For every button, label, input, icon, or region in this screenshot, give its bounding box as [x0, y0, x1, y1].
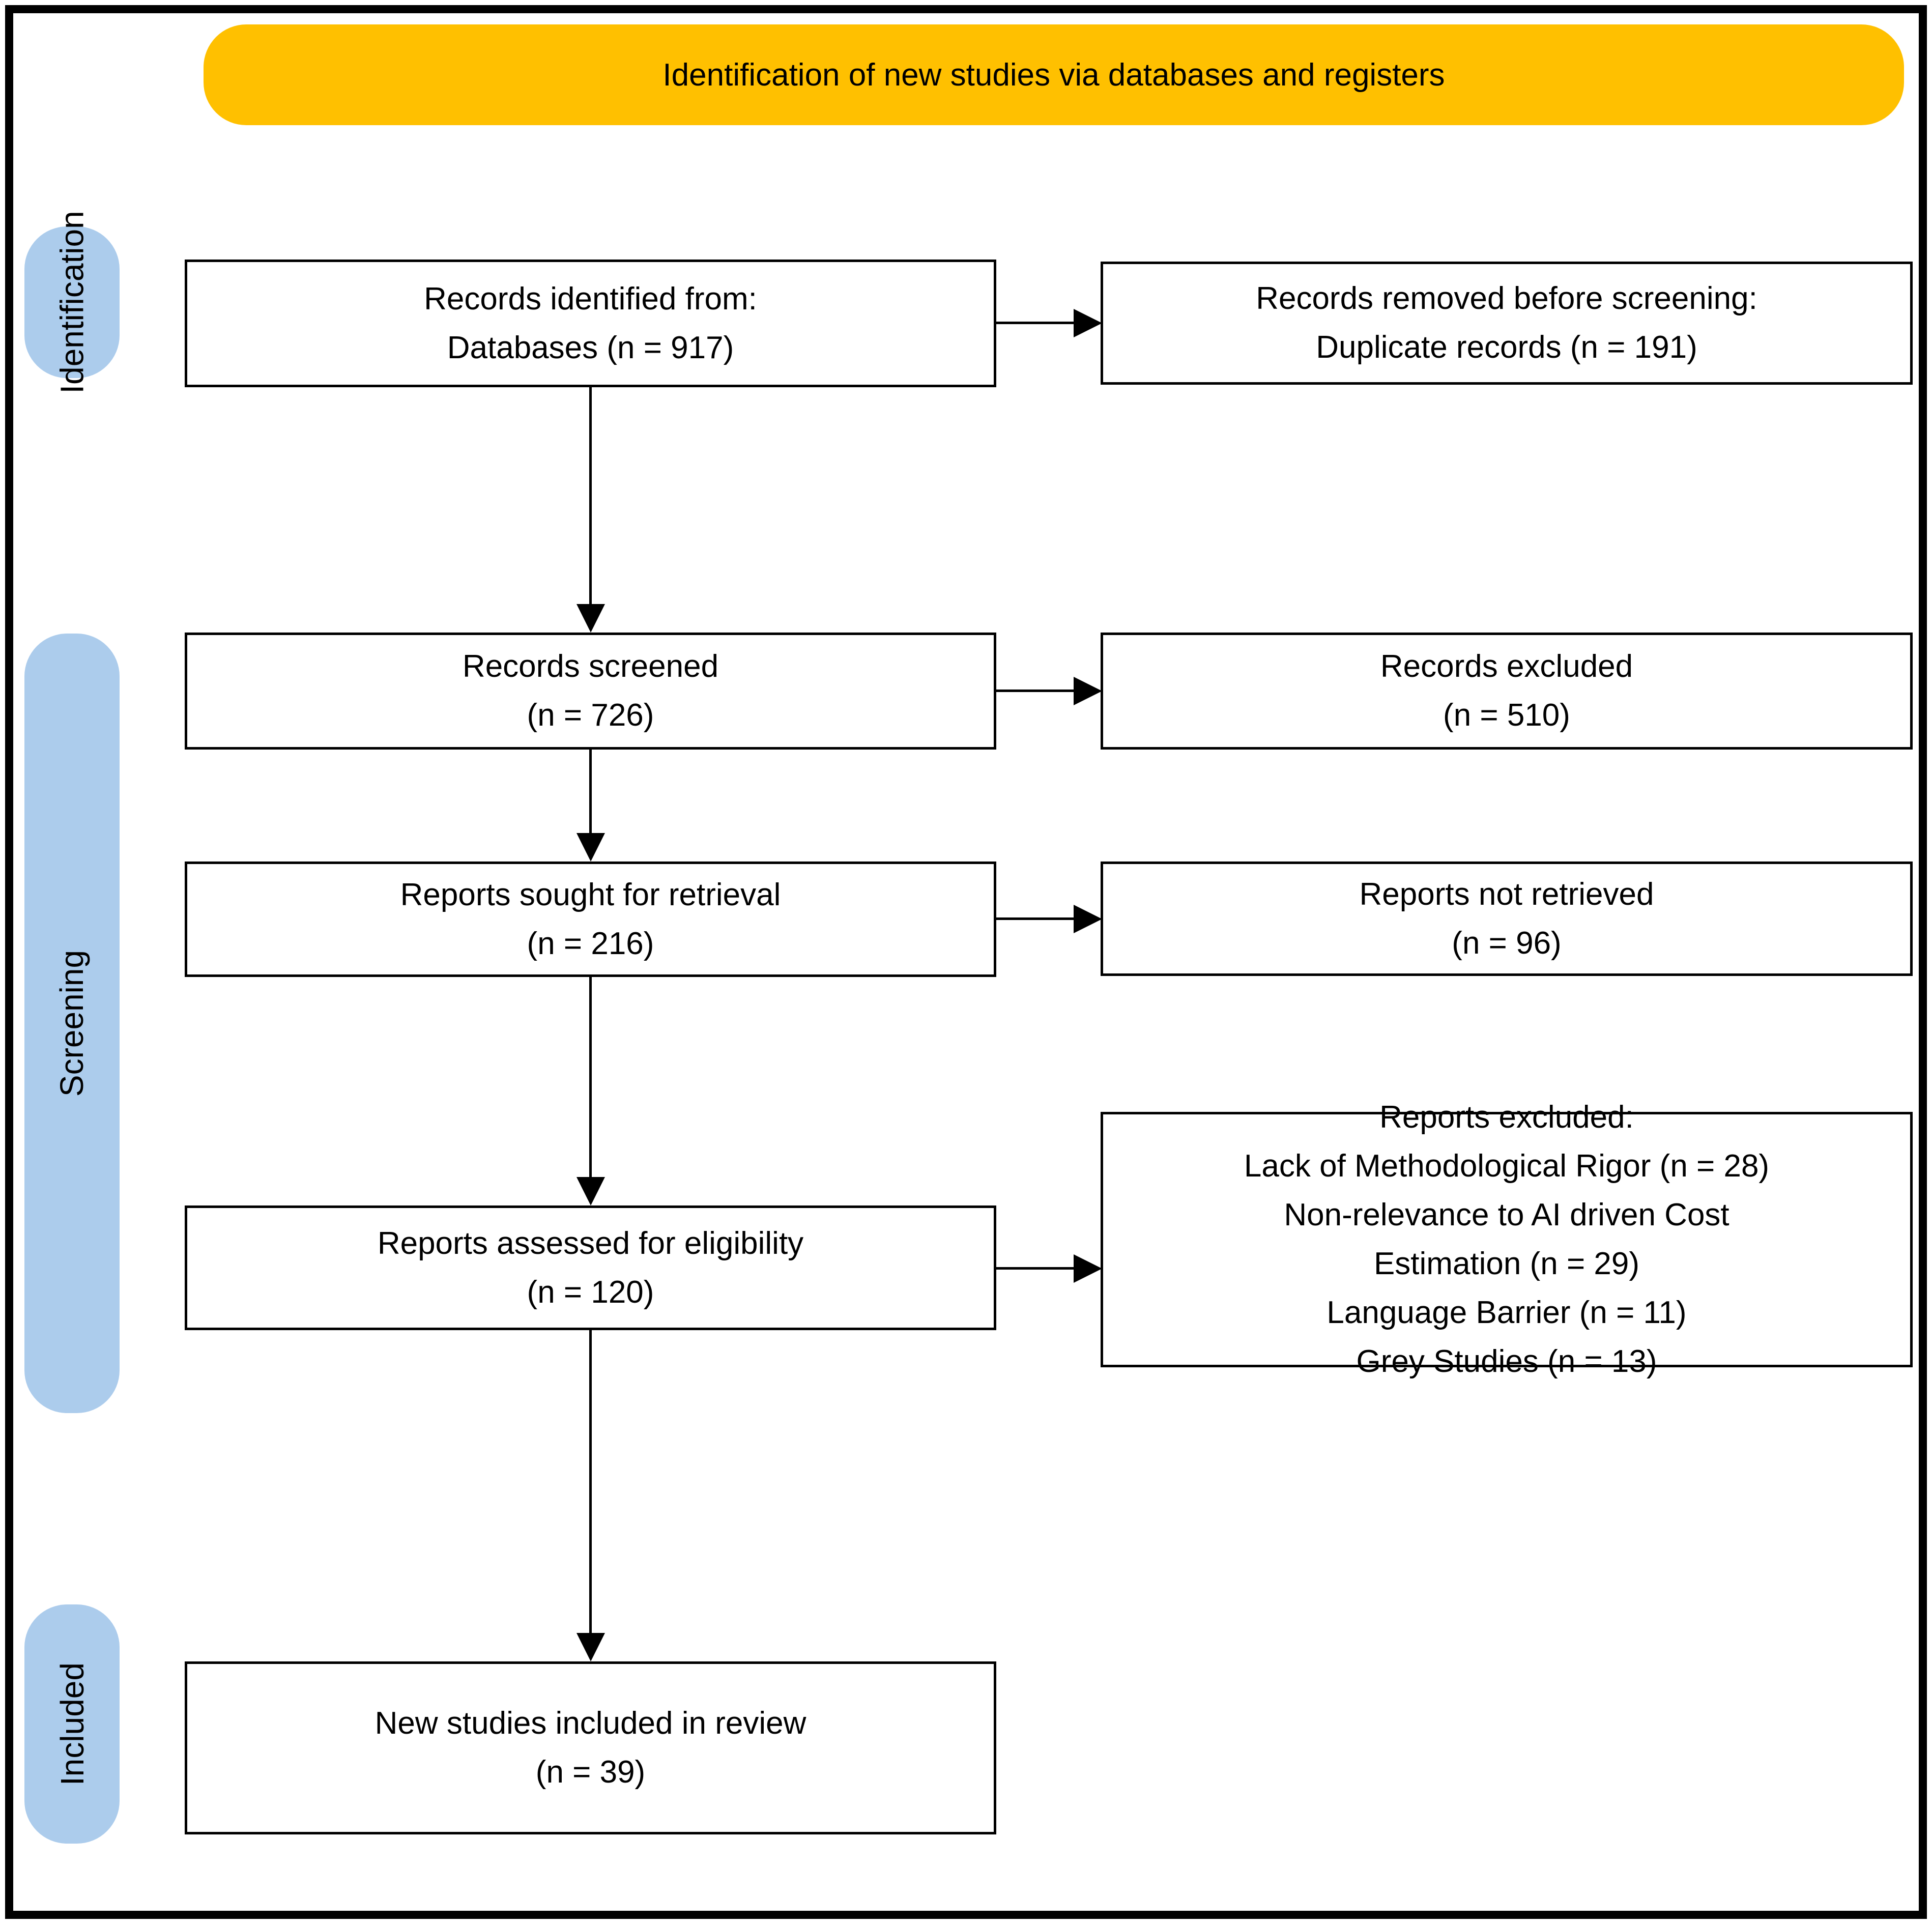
outer-frame	[5, 5, 1927, 1919]
title-banner-label: Identification of new studies via databa…	[662, 57, 1445, 93]
box-reports-assessed-line1: Reports assessed for eligibility	[377, 1225, 804, 1261]
arrow-line	[996, 917, 1077, 920]
box-reports-excluded-reasons: Reports excluded: Lack of Methodological…	[1101, 1100, 1913, 1379]
box-records-excluded-line1: Records excluded	[1380, 649, 1633, 684]
arrow-line	[996, 1267, 1077, 1270]
box-records-removed-line2: Duplicate records (n = 191)	[1316, 330, 1697, 365]
box-records-removed: Records removed before screening: Duplic…	[1101, 262, 1913, 385]
arrow-down-icon	[576, 604, 605, 633]
box-reports-excluded-line5: Language Barrier (n = 11)	[1327, 1295, 1687, 1330]
box-new-studies-included-line2: (n = 39)	[535, 1755, 646, 1790]
stage-screening-label: Screening	[53, 950, 91, 1097]
box-records-identified-line2: Databases (n = 917)	[447, 330, 734, 365]
arrow-right-icon	[1074, 309, 1102, 337]
arrow-line	[589, 1330, 592, 1635]
box-reports-excluded-line3: Non-relevance to AI driven Cost	[1284, 1197, 1729, 1232]
box-reports-not-retrieved-line1: Reports not retrieved	[1359, 876, 1654, 912]
box-new-studies-included-line1: New studies included in review	[374, 1706, 806, 1741]
arrow-line	[589, 387, 592, 606]
box-records-screened-line1: Records screened	[462, 649, 719, 684]
arrow-down-icon	[576, 833, 605, 862]
arrow-line	[589, 977, 592, 1179]
box-reports-assessed-line2: (n = 120)	[527, 1274, 654, 1310]
stage-included-label: Included	[53, 1662, 91, 1786]
stage-identification: Identification	[24, 211, 120, 394]
box-new-studies-included: New studies included in review (n = 39)	[185, 1661, 996, 1834]
box-reports-excluded-line4: Estimation (n = 29)	[1373, 1246, 1640, 1281]
title-banner: Identification of new studies via databa…	[204, 24, 1904, 125]
box-records-removed-line1: Records removed before screening:	[1256, 281, 1757, 316]
box-reports-not-retrieved: Reports not retrieved (n = 96)	[1101, 862, 1913, 976]
arrow-line	[589, 750, 592, 835]
box-reports-sought: Reports sought for retrieval (n = 216)	[185, 862, 996, 977]
box-reports-sought-line1: Reports sought for retrieval	[400, 877, 781, 912]
stage-included: Included	[24, 1604, 120, 1844]
arrow-right-icon	[1074, 905, 1102, 933]
arrow-line	[996, 690, 1077, 692]
arrow-down-icon	[576, 1177, 605, 1205]
box-records-screened: Records screened (n = 726)	[185, 633, 996, 750]
box-records-excluded: Records excluded (n = 510)	[1101, 633, 1913, 750]
arrow-down-icon	[576, 1633, 605, 1661]
arrow-right-icon	[1074, 1254, 1102, 1283]
box-reports-excluded-line6: Grey Studies (n = 13)	[1356, 1344, 1657, 1379]
box-records-screened-line2: (n = 726)	[527, 698, 654, 733]
arrow-line	[996, 322, 1077, 324]
box-reports-excluded-line2: Lack of Methodological Rigor (n = 28)	[1244, 1148, 1770, 1184]
box-records-identified: Records identified from: Databases (n = …	[185, 260, 996, 387]
box-records-excluded-line2: (n = 510)	[1443, 698, 1570, 733]
box-reports-assessed: Reports assessed for eligibility (n = 12…	[185, 1205, 996, 1330]
box-reports-sought-line2: (n = 216)	[527, 926, 654, 961]
stage-identification-label: Identification	[53, 211, 91, 394]
box-reports-not-retrieved-line2: (n = 96)	[1452, 925, 1562, 961]
arrow-right-icon	[1074, 677, 1102, 705]
stage-screening: Screening	[24, 634, 120, 1413]
box-reports-excluded-line1: Reports excluded:	[1379, 1100, 1634, 1135]
box-records-identified-line1: Records identified from:	[424, 281, 757, 317]
